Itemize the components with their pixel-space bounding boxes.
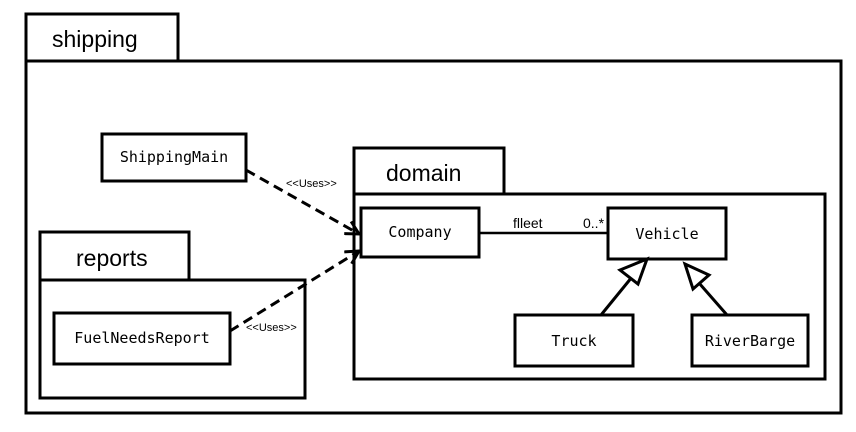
class-fuel-needs-report: FuelNeedsReport — [52, 311, 232, 366]
dependency-shipping-main-to-company: <<Uses>> — [245, 168, 359, 234]
class-river-barge-name: RiverBarge — [705, 332, 795, 350]
class-truck-name: Truck — [551, 332, 596, 350]
class-vehicle-name: Vehicle — [635, 225, 698, 243]
generalization-river-barge-to-vehicle — [682, 261, 729, 316]
class-fuel-needs-report-name: FuelNeedsReport — [74, 329, 209, 347]
class-shipping-main-name: ShippingMain — [120, 148, 228, 166]
package-reports: reports — [38, 230, 307, 400]
package-domain-body — [352, 192, 827, 381]
class-river-barge-box — [690, 313, 810, 368]
dependency-line — [229, 251, 359, 333]
package-reports-body — [38, 278, 307, 400]
association-multiplicity-label: 0..* — [583, 215, 605, 231]
class-company: Company — [359, 206, 481, 259]
dependency-line — [245, 168, 359, 234]
package-shipping-body — [24, 59, 843, 415]
association-role-label: flleet — [513, 215, 543, 231]
dependency-fuel-needs-report-to-company: <<Uses>> — [229, 251, 359, 334]
generalization-line — [697, 282, 729, 316]
generalization-truck-to-vehicle — [599, 256, 650, 316]
uses-stereotype-label: <<Uses>> — [286, 178, 337, 190]
package-reports-label: reports — [76, 245, 148, 271]
class-shipping-main: ShippingMain — [100, 132, 248, 183]
class-river-barge: RiverBarge — [690, 313, 810, 368]
class-company-name: Company — [388, 223, 451, 241]
association-company-vehicle: flleet 0..* — [479, 215, 608, 235]
generalization-arrowhead — [682, 261, 712, 292]
package-domain-label: domain — [386, 160, 461, 186]
generalization-line — [599, 276, 634, 316]
package-shipping: shipping — [24, 12, 843, 415]
generalization-arrowhead — [617, 256, 650, 287]
package-shipping-label: shipping — [52, 26, 138, 52]
class-fuel-needs-report-box — [52, 311, 232, 366]
class-vehicle: Vehicle — [606, 206, 728, 261]
uses-stereotype-label: <<Uses>> — [246, 322, 297, 334]
class-truck-box — [513, 313, 635, 368]
class-shipping-main-box — [100, 132, 248, 183]
package-domain: domain — [352, 146, 827, 381]
class-truck: Truck — [513, 313, 635, 368]
